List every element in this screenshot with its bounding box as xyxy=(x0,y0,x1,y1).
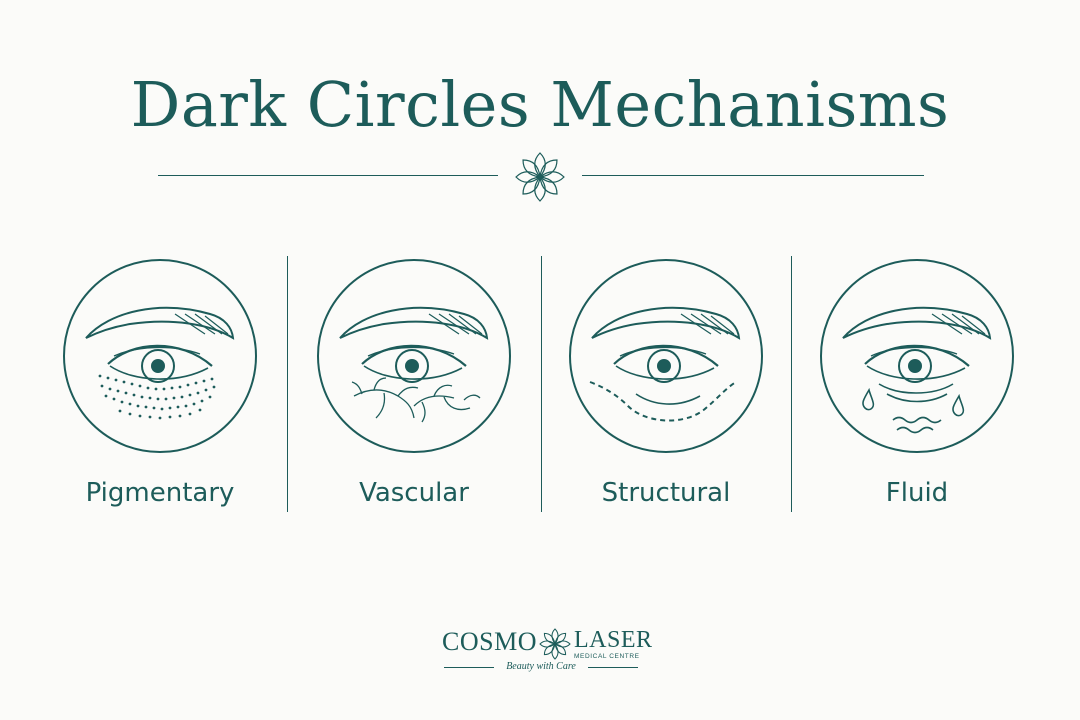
logo-subline: MEDICAL CENTRE xyxy=(574,653,640,660)
logo-lotus-icon xyxy=(539,628,571,660)
eye-fluid-drops-icon xyxy=(820,259,1014,453)
lotus-flower-icon xyxy=(515,152,565,202)
eye-pigment-dots-icon xyxy=(63,259,257,453)
logo-brand-left: COSMO xyxy=(442,627,537,656)
panel-fluid: Fluid xyxy=(803,256,1023,516)
eye-vessels-icon xyxy=(317,259,511,453)
title-rule-left xyxy=(158,175,498,176)
divider-1 xyxy=(287,256,288,512)
panel-label-structural: Structural xyxy=(601,478,731,508)
page-title: Dark Circles Mechanisms xyxy=(130,68,950,141)
cosmo-laser-logo: COSMO LASER MEDICAL CENTRE Beauty with C… xyxy=(440,625,652,675)
logo-rule-right xyxy=(588,667,638,668)
logo-rule-left xyxy=(444,667,494,668)
divider-3 xyxy=(791,256,792,512)
panel-label-vascular: Vascular xyxy=(359,478,469,508)
divider-2 xyxy=(541,256,542,512)
title-rule-right xyxy=(582,175,924,176)
logo-tagline: Beauty with Care xyxy=(506,661,576,672)
eye-hollow-contour-icon xyxy=(569,259,763,453)
panel-vascular: Vascular xyxy=(300,256,520,516)
panel-structural: Structural xyxy=(552,256,772,516)
panel-label-pigmentary: Pigmentary xyxy=(85,478,235,508)
logo-brand-right: LASER xyxy=(574,627,653,653)
panel-label-fluid: Fluid xyxy=(885,478,949,508)
panel-pigmentary: Pigmentary xyxy=(46,256,266,516)
